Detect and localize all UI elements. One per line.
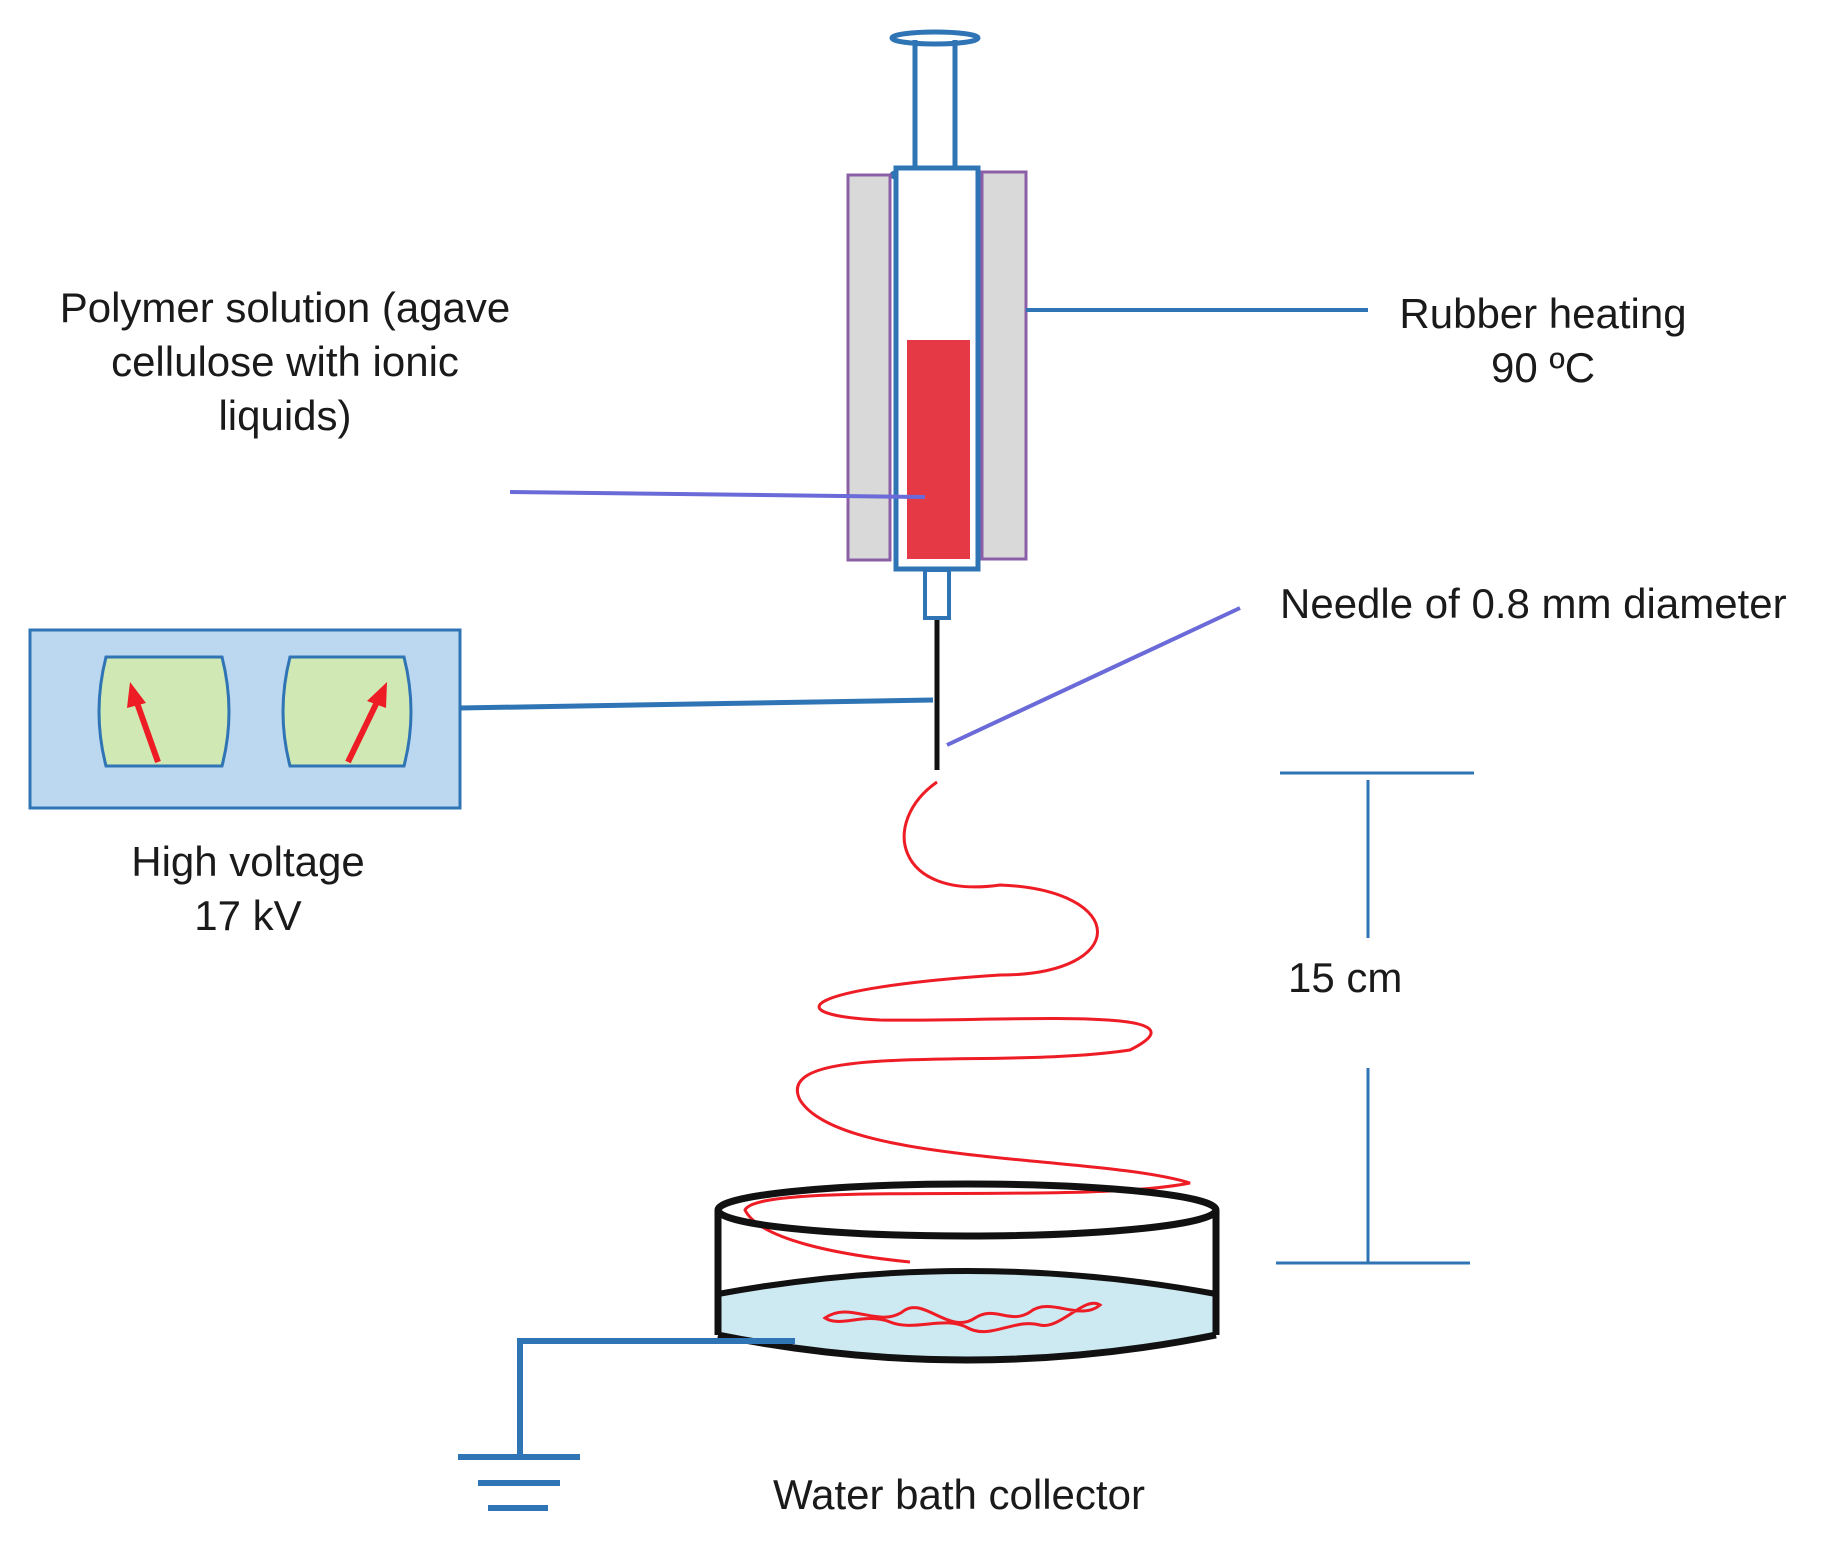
- polymer-jet: [743, 780, 1191, 1264]
- leader-polymer: [509, 490, 926, 499]
- needle-arrow-left: [133, 698, 161, 764]
- leader-needle: [946, 606, 1241, 747]
- label-high-voltage: High voltage 17 kV: [98, 835, 398, 943]
- distance-scale-bar: [1276, 771, 1474, 1265]
- label-collector: Water bath collector: [773, 1471, 1145, 1518]
- syringe-barrel: [893, 165, 981, 620]
- label-polymer-line-1: Polymer solution (agave: [59, 284, 511, 331]
- needle-arrow-right: [345, 698, 381, 764]
- label-voltage-line-2: 17 kV: [194, 892, 302, 939]
- syringe-tip: [923, 568, 951, 620]
- polymer-solution-fill: [907, 340, 970, 559]
- ground-symbol: [458, 1338, 795, 1511]
- label-needle: Needle of 0.8 mm diameter: [1280, 580, 1787, 627]
- label-heater-line-2: 90 ºC: [1490, 344, 1596, 391]
- label-polymer-solution: Polymer solution (agave cellulose with i…: [40, 281, 530, 443]
- voltage-wire: [459, 697, 934, 711]
- label-polymer-line-2: cellulose with ionic: [111, 338, 459, 385]
- rubber-heater: [846, 170, 1028, 562]
- high-voltage-supply: [28, 628, 462, 810]
- gauge-left: [97, 655, 231, 768]
- collected-fibers: [822, 1301, 1103, 1334]
- label-voltage-line-1: High voltage: [131, 838, 365, 885]
- label-distance: 15 cm: [1288, 954, 1403, 1001]
- gauge-right: [281, 655, 413, 768]
- water-bath-collector: [714, 1180, 1220, 1364]
- label-rubber-heating: Rubber heating 90 ºC: [1378, 287, 1708, 395]
- label-heater-line-1: Rubber heating: [1399, 290, 1687, 337]
- label-polymer-line-3: liquids): [218, 392, 352, 439]
